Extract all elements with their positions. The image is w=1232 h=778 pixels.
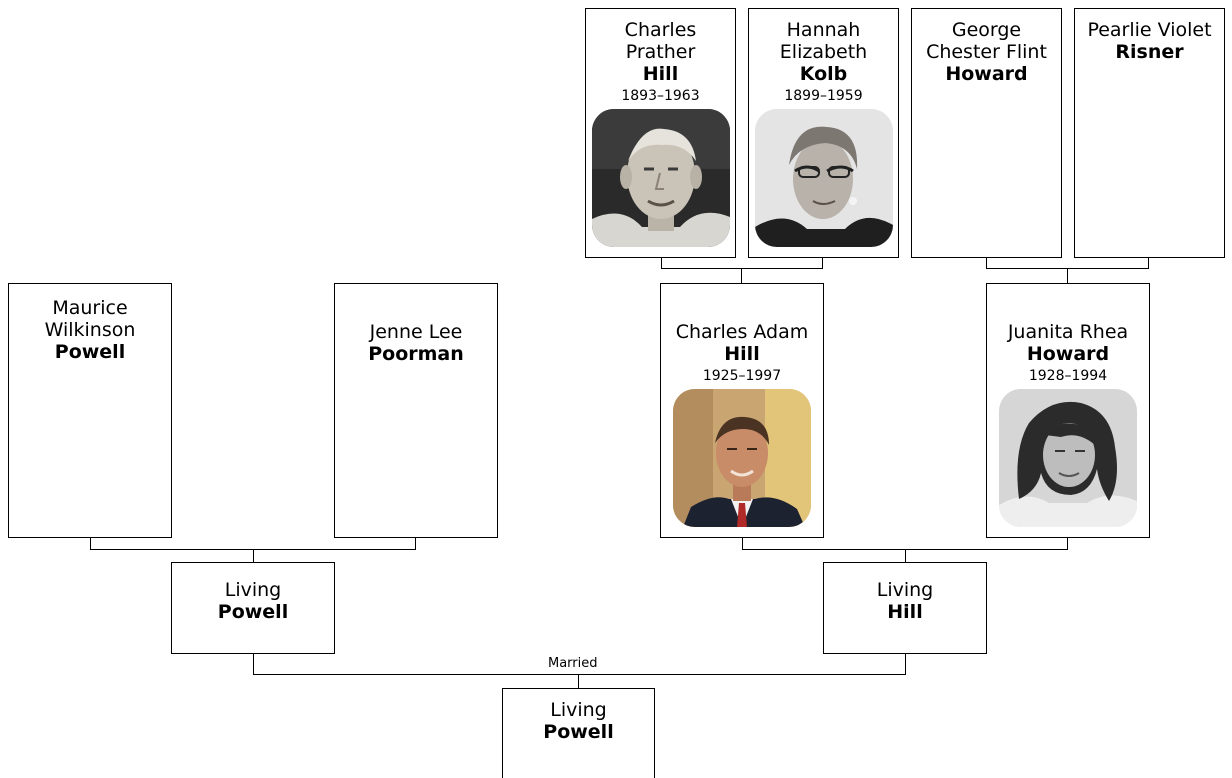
- person-card-maurice-wilkinson-powell[interactable]: Maurice Wilkinson Powell: [8, 283, 172, 538]
- marriage-label: Married: [548, 656, 598, 671]
- given-name: Charles Prather: [624, 19, 697, 63]
- surname: Powell: [543, 721, 614, 743]
- surname: Howard: [1026, 343, 1110, 365]
- given-name: Living: [224, 579, 282, 601]
- connector-line: [661, 268, 823, 269]
- person-card-living-powell-parent[interactable]: Living Powell: [171, 562, 335, 654]
- given-name: Living: [876, 579, 934, 601]
- person-card-juanita-rhea-howard[interactable]: Juanita Rhea Howard 1928–1994: [986, 283, 1150, 538]
- person-card-charles-adam-hill[interactable]: Charles Adam Hill 1925–1997: [660, 283, 824, 538]
- connector-line: [253, 549, 254, 563]
- connector-line: [742, 537, 743, 550]
- portrait-photo: [754, 109, 893, 247]
- surname: Poorman: [368, 343, 464, 365]
- life-dates: 1899–1959: [784, 88, 863, 104]
- person-card-charles-prather-hill[interactable]: Charles Prather Hill 1893–1963: [585, 8, 736, 258]
- given-name: Charles Adam: [675, 321, 809, 343]
- portrait-photo: [591, 109, 730, 247]
- given-name: Living: [550, 699, 607, 721]
- portrait-photo: [673, 389, 811, 527]
- connector-line: [661, 257, 662, 269]
- connector-line: [1067, 268, 1068, 283]
- given-name: Pearlie Violet: [1087, 19, 1212, 41]
- surname: Hill: [724, 343, 760, 365]
- connector-line: [986, 257, 987, 269]
- connector-line: [253, 653, 254, 675]
- connector-line: [741, 268, 742, 283]
- connector-line: [1148, 257, 1149, 269]
- connector-line: [822, 257, 823, 269]
- person-card-hannah-elizabeth-kolb[interactable]: Hannah Elizabeth Kolb 1899–1959: [748, 8, 899, 258]
- surname: Hill: [887, 601, 923, 623]
- connector-line: [905, 653, 906, 675]
- given-name: Hannah Elizabeth: [779, 19, 868, 63]
- person-card-living-powell-root[interactable]: Living Powell: [502, 688, 655, 778]
- marriage-line: [253, 674, 906, 675]
- person-card-pearlie-violet-risner[interactable]: Pearlie Violet Risner: [1074, 8, 1225, 258]
- connector-line: [578, 674, 579, 689]
- life-dates: 1925–1997: [702, 368, 782, 384]
- life-dates: 1893–1963: [621, 88, 700, 104]
- given-name: George Chester Flint: [926, 19, 1047, 63]
- surname: Hill: [642, 63, 679, 85]
- surname: Howard: [945, 63, 1028, 85]
- given-name: Jenne Lee: [369, 321, 463, 343]
- person-card-jenne-lee-poorman[interactable]: Jenne Lee Poorman: [334, 283, 498, 538]
- surname: Powell: [217, 601, 289, 623]
- person-card-living-hill-parent[interactable]: Living Hill: [823, 562, 987, 654]
- surname: Risner: [1115, 41, 1184, 63]
- surname: Kolb: [799, 63, 848, 85]
- connector-line: [905, 549, 906, 563]
- given-name: Maurice Wilkinson: [44, 297, 136, 341]
- connector-line: [90, 537, 91, 550]
- connector-line: [1067, 537, 1068, 550]
- person-card-george-chester-flint-howard[interactable]: George Chester Flint Howard: [911, 8, 1062, 258]
- life-dates: 1928–1994: [1028, 368, 1108, 384]
- surname: Powell: [54, 341, 126, 363]
- connector-line: [415, 537, 416, 550]
- portrait-photo: [999, 389, 1137, 527]
- given-name: Juanita Rhea: [1007, 321, 1129, 343]
